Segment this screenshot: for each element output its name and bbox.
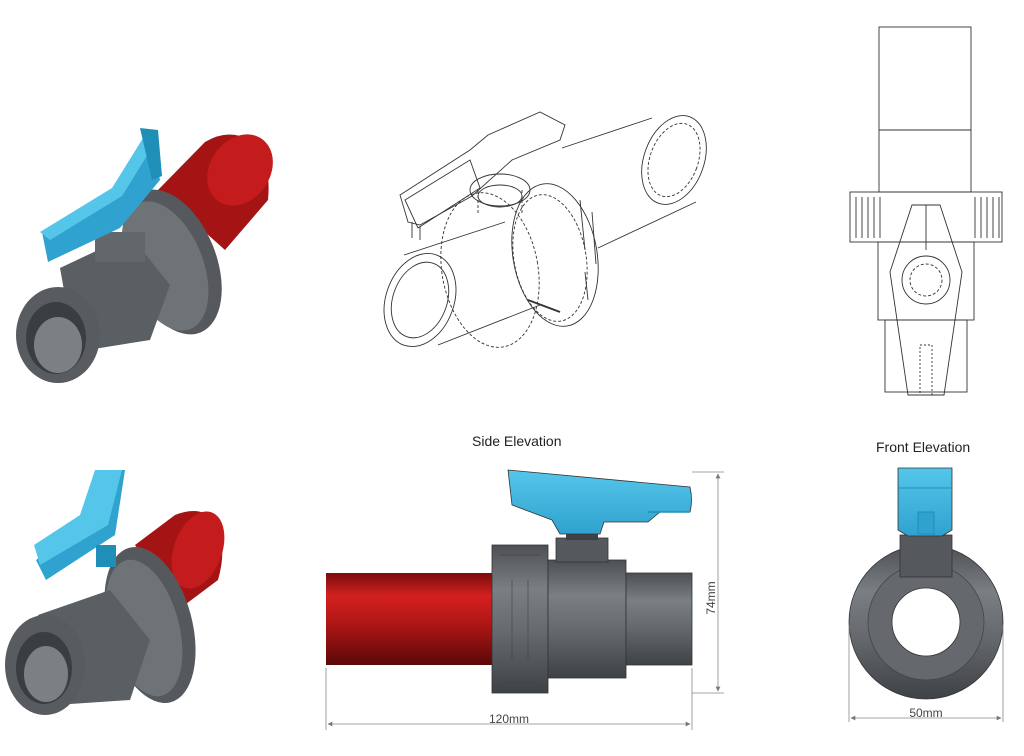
red-pipe-iso-bottom xyxy=(135,511,225,610)
isometric-view-bottom xyxy=(5,470,225,715)
front-elevation-title: Front Elevation xyxy=(876,439,971,455)
dim-side-length: 120mm xyxy=(489,712,529,726)
front-elevation-view xyxy=(848,467,1004,700)
dim-front-width: 50mm xyxy=(909,706,942,720)
red-pipe-side xyxy=(326,573,496,665)
handle-iso-top xyxy=(40,128,162,262)
inlet-iso-top xyxy=(16,287,100,383)
union-nut-ribs-left xyxy=(855,197,881,238)
stem-side xyxy=(555,537,609,563)
side-elevation-title: Side Elevation xyxy=(472,433,562,449)
red-pipe-iso-top xyxy=(158,134,273,250)
union-nut-side xyxy=(491,544,549,694)
handle-side xyxy=(507,469,692,535)
handle-front xyxy=(897,467,953,537)
top-plan-view xyxy=(849,26,1003,396)
front-elevation-dimensions xyxy=(848,625,1004,722)
bore-front xyxy=(891,587,961,657)
side-elevation-view xyxy=(326,469,693,694)
valve-body-iso-top xyxy=(60,189,222,352)
handle-iso-bottom xyxy=(34,470,125,580)
side-elevation-dimensions xyxy=(325,471,724,730)
valve-body-side xyxy=(547,559,627,679)
wireframe-iso-view xyxy=(383,111,707,348)
inlet-iso-bottom xyxy=(5,615,85,715)
isometric-view-top xyxy=(16,128,273,383)
union-nut-ribs-right xyxy=(974,197,1000,238)
stem-front xyxy=(899,534,953,578)
dim-side-height: 74mm xyxy=(704,581,718,614)
outlet-spigot-side xyxy=(625,572,693,666)
